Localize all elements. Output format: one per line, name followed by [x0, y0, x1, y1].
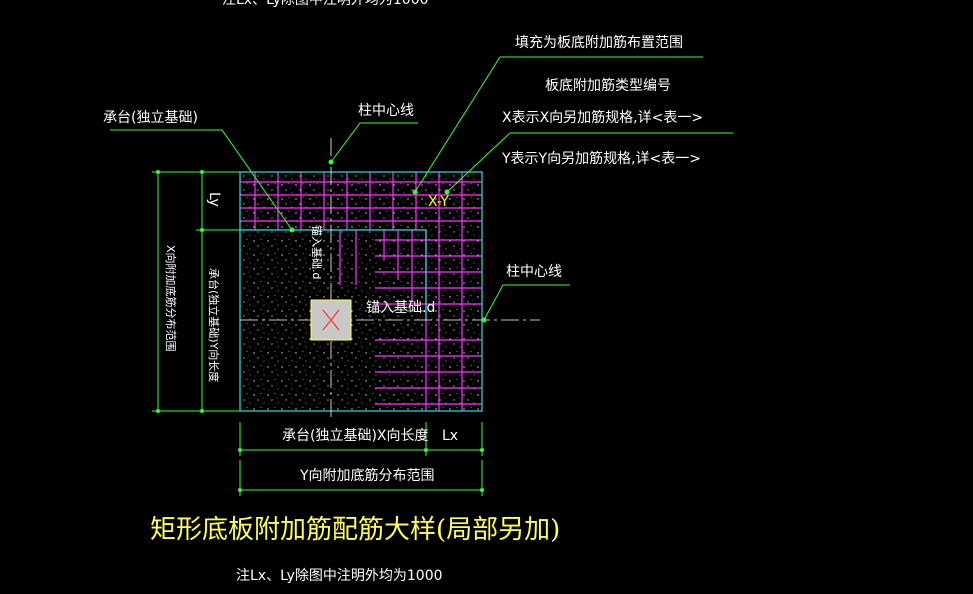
slab-fill — [240, 172, 482, 411]
label-rebar-type-code: 板底附加筋类型编号 — [545, 77, 671, 94]
rebar-grid-top — [240, 172, 482, 411]
drawing-title: 矩形底板附加筋配筋大样(局部另加) — [150, 515, 560, 545]
label-column-center-right: 柱中心线 — [506, 264, 562, 280]
dimension-lines — [152, 171, 483, 496]
label-fill-range: 填充为板底附加筋布置范围 — [515, 34, 683, 51]
column-x-icon — [310, 299, 352, 341]
bottom-note: 注Lx、Ly除图中注明外均为1000 — [236, 568, 443, 584]
label-cap-y-length-vertical: 承台(独立基础)Y向长度 — [207, 268, 221, 382]
label-ly: Ly — [206, 192, 222, 207]
label-anchor-horizontal: 锚入基础.d — [366, 299, 435, 316]
label-y-range: Y向附加底筋分布范围 — [299, 467, 435, 484]
leader-dots — [289, 159, 487, 323]
label-anchor-vertical: 锚入基础.d — [310, 225, 324, 279]
slab-boundary — [239, 171, 483, 412]
range-boundary — [240, 229, 427, 320]
label-lx: Lx — [442, 428, 458, 444]
label-xy-marker: X-Y — [428, 194, 449, 210]
label-cap-x-length: 承台(独立基础)X向长度 — [282, 427, 429, 444]
label-x-range-vertical: X向附加底筋分布范围 — [164, 245, 178, 352]
label-y-spec: Y表示Y向另加筋规格,详<表一> — [501, 150, 701, 167]
label-column-center-top: 柱中心线 — [358, 103, 414, 119]
leader-lines — [110, 56, 733, 321]
top-note-cut: 注Lx、Ly除图中注明外均为1000 — [222, 0, 429, 8]
label-pile-cap: 承台(独立基础) — [103, 109, 198, 126]
label-x-spec: X表示X向另加筋规格,详<表一> — [502, 109, 703, 126]
dimension-ticks — [156, 170, 484, 492]
rebar-grid-inner — [339, 230, 357, 285]
